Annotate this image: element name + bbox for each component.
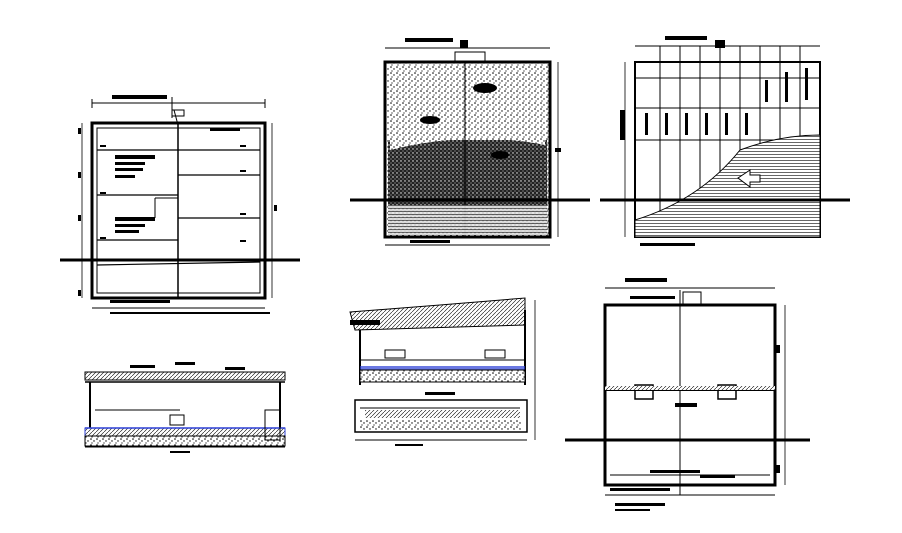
section-left-bottom xyxy=(84,362,286,453)
section-right-bottom xyxy=(565,278,810,511)
elevation-center-top xyxy=(350,38,590,246)
plan-left xyxy=(60,95,300,314)
section-center-bottom xyxy=(349,297,536,446)
elevation-right-top xyxy=(600,36,850,246)
